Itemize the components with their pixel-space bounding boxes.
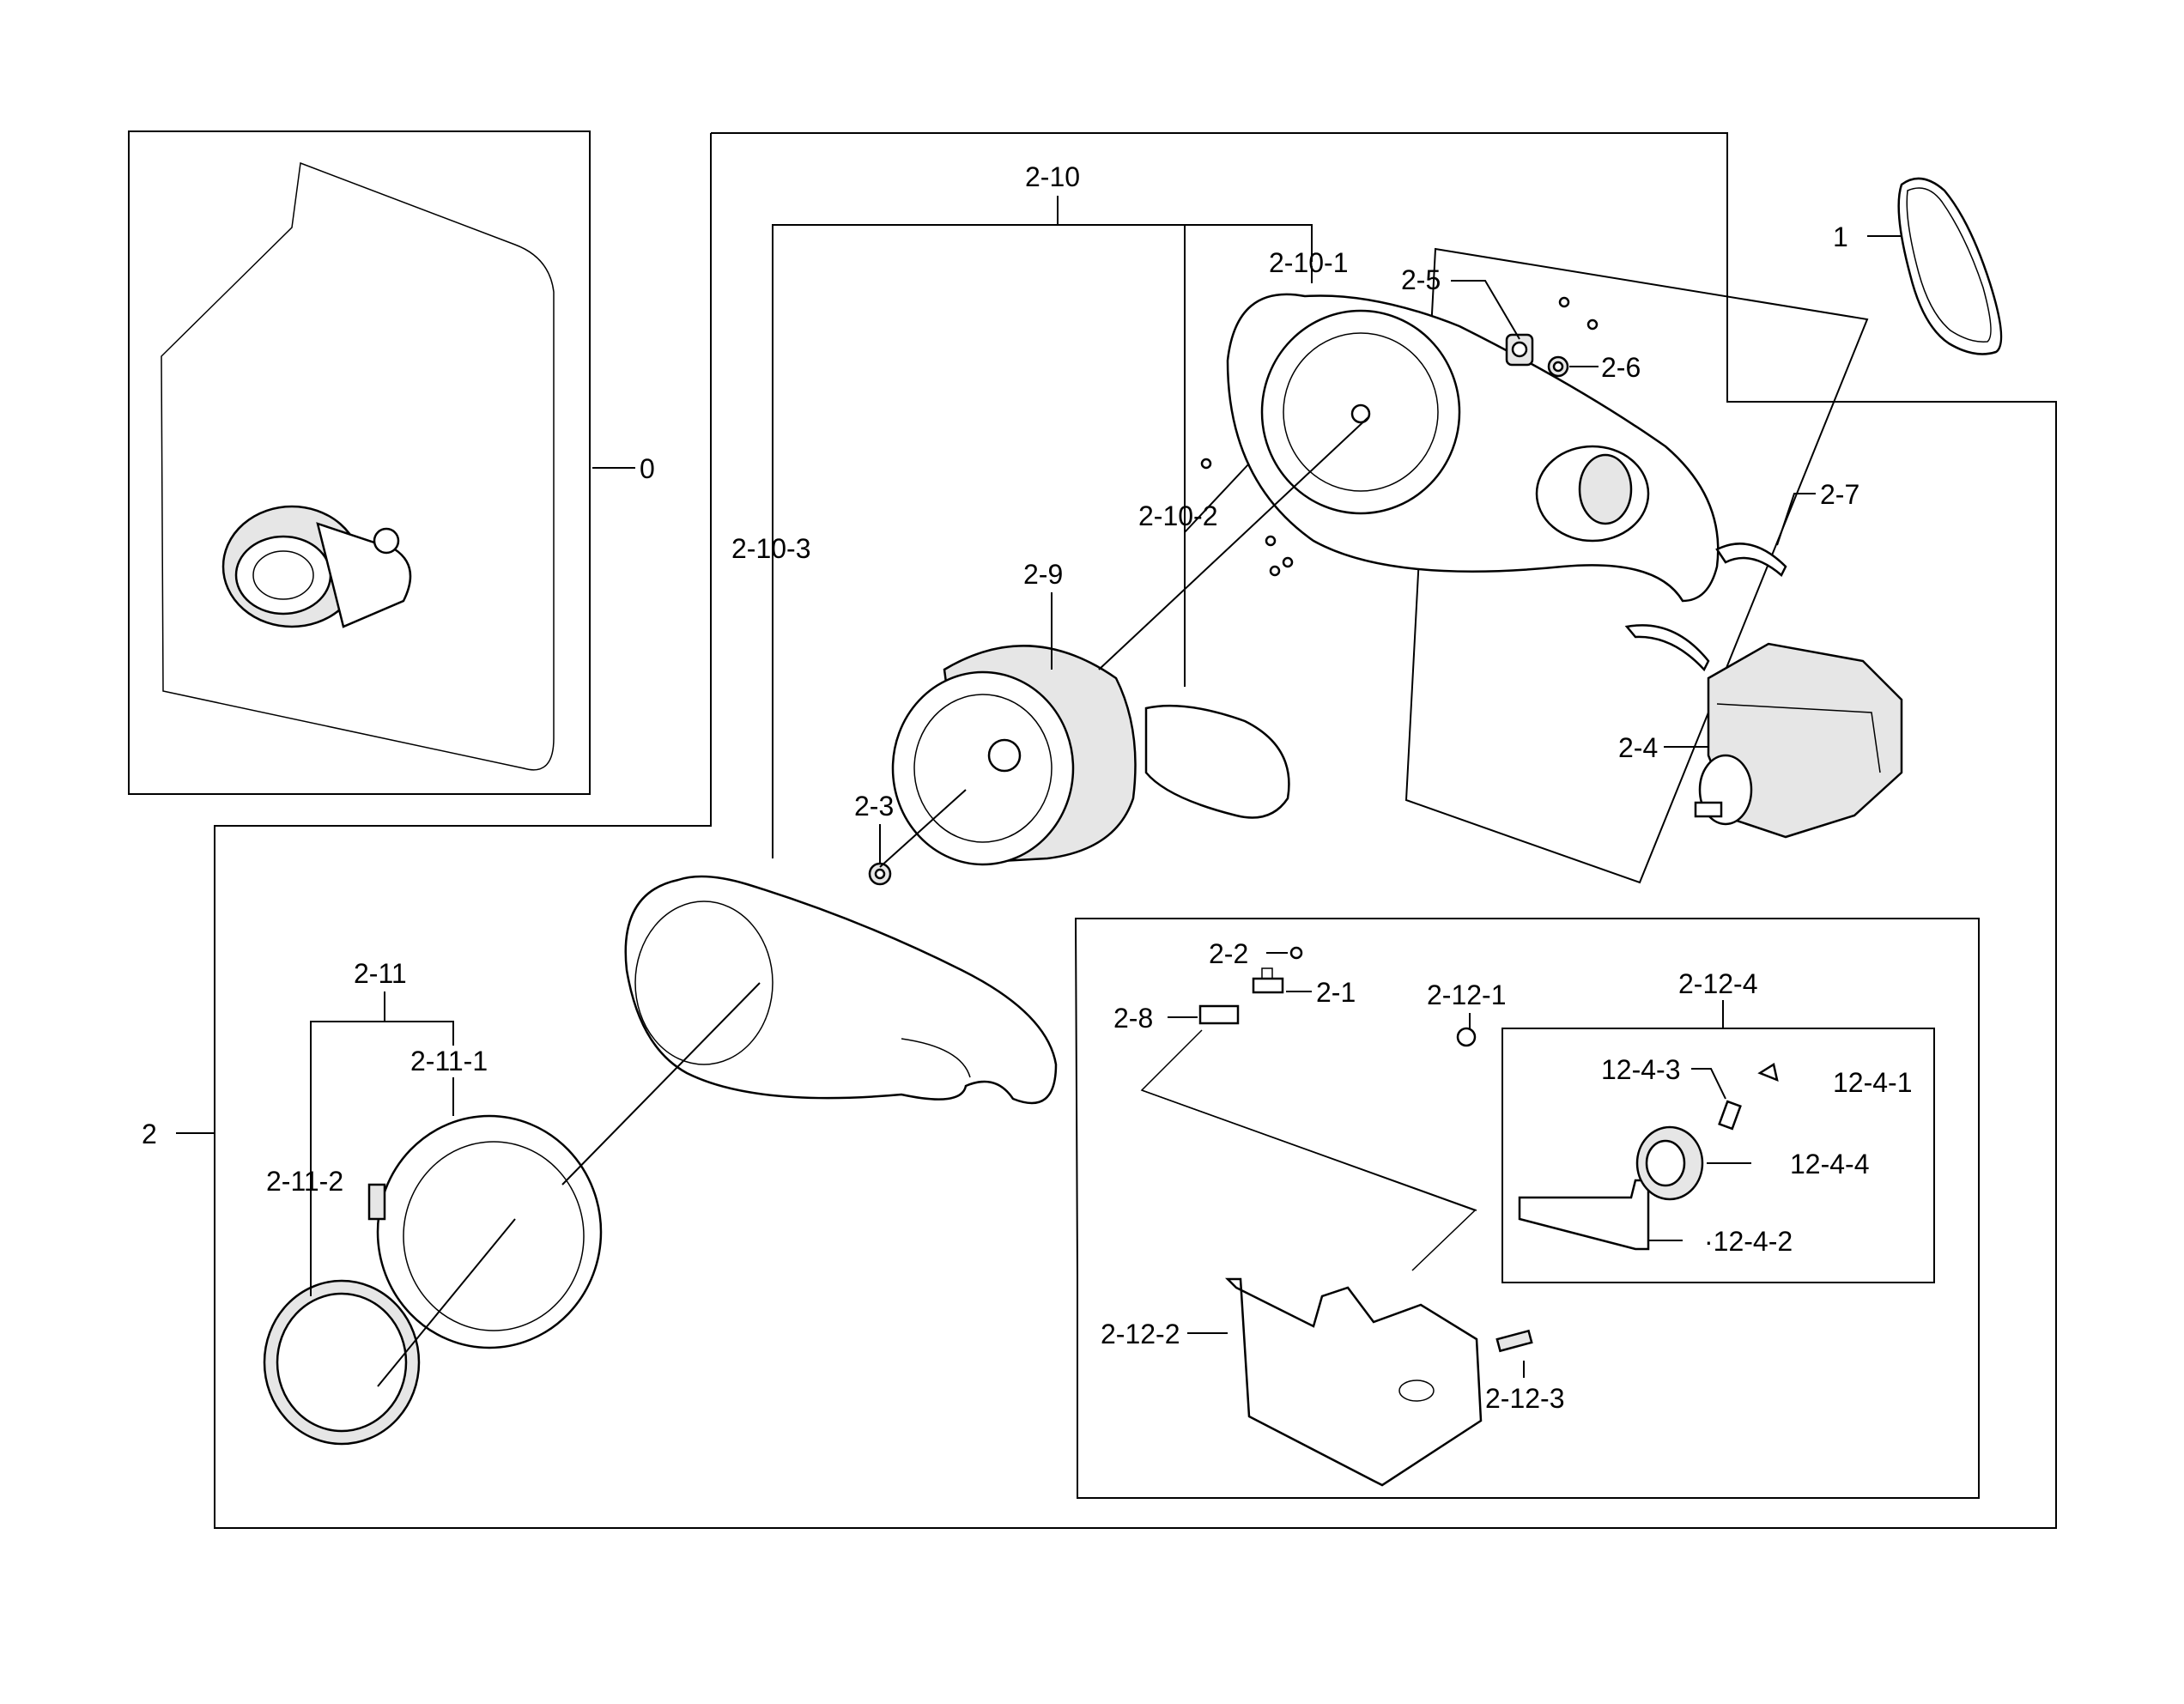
blower-wheel	[891, 645, 1137, 866]
label-2-11-2: 2-11-2	[266, 1166, 343, 1197]
label-2-2: 2-2	[1209, 938, 1248, 969]
leader-lines	[176, 196, 1902, 1387]
part-labels: 0 1 2 2-1 2-2 2-3 2-4 2-5 2-6 2-7 2-8 2-…	[142, 161, 1913, 1414]
label-2-8: 2-8	[1113, 1003, 1153, 1034]
label-2-10: 2-10	[1025, 161, 1080, 192]
label-2-12-4: 2-12-4	[1678, 968, 1758, 999]
label-2-12-1: 2-12-1	[1427, 979, 1507, 1010]
label-2-1: 2-1	[1316, 977, 1356, 1008]
label-2-11-1: 2-11-1	[410, 1046, 488, 1076]
nut-2-6	[1547, 355, 1569, 378]
label-1: 1	[1833, 221, 1848, 252]
drive-belt	[1897, 177, 2003, 355]
label-12-4-3: 12-4-3	[1601, 1054, 1681, 1085]
idler-clip	[1757, 1063, 1779, 1082]
label-12-4-1: 12-4-1	[1833, 1067, 1913, 1098]
nut-2-3	[868, 862, 892, 886]
label-2: 2	[142, 1119, 157, 1149]
label-0: 0	[640, 453, 655, 484]
motor-mount-bracket	[1505, 333, 1534, 367]
overview-housing-drawing	[161, 161, 555, 771]
label-2-5: 2-5	[1401, 264, 1441, 295]
duct-seal	[1144, 704, 1290, 819]
label-2-10-2: 2-10-2	[1138, 500, 1218, 531]
switch-bracket-2-8	[1198, 1004, 1240, 1025]
label-2-12-2: 2-12-2	[1101, 1319, 1180, 1349]
label-2-4: 2-4	[1618, 732, 1658, 763]
drive-motor	[1694, 642, 1903, 839]
label-2-6: 2-6	[1601, 352, 1641, 383]
label-12-4-4: 12-4-4	[1790, 1149, 1870, 1179]
label-2-12-3: 2-12-3	[1485, 1383, 1565, 1414]
switch-2-1	[1252, 967, 1284, 994]
label-2-11: 2-11	[354, 958, 407, 989]
frame-lines	[128, 130, 2057, 1529]
idler-arm-plate	[1518, 1179, 1650, 1251]
label-2-10-3: 2-10-3	[731, 533, 811, 564]
label-2-7: 2-7	[1820, 479, 1859, 510]
idler-bracket	[1224, 1277, 1483, 1487]
idler-shaft	[1718, 1100, 1742, 1131]
label-12-4-2: ·12-4-2	[1704, 1226, 1793, 1257]
rear-housing	[1226, 293, 1720, 603]
idler-pulley	[1635, 1125, 1704, 1201]
label-2-10-1: 2-10-1	[1269, 247, 1349, 278]
screws	[1200, 296, 1599, 1047]
motor-clips	[1624, 543, 1787, 672]
label-2-3: 2-3	[854, 791, 894, 822]
idler-spring	[1495, 1329, 1533, 1353]
front-housing	[624, 875, 1058, 1105]
felt-gasket	[263, 1279, 421, 1446]
front-bulkhead-ring	[367, 1114, 603, 1349]
label-2-9: 2-9	[1023, 559, 1063, 590]
